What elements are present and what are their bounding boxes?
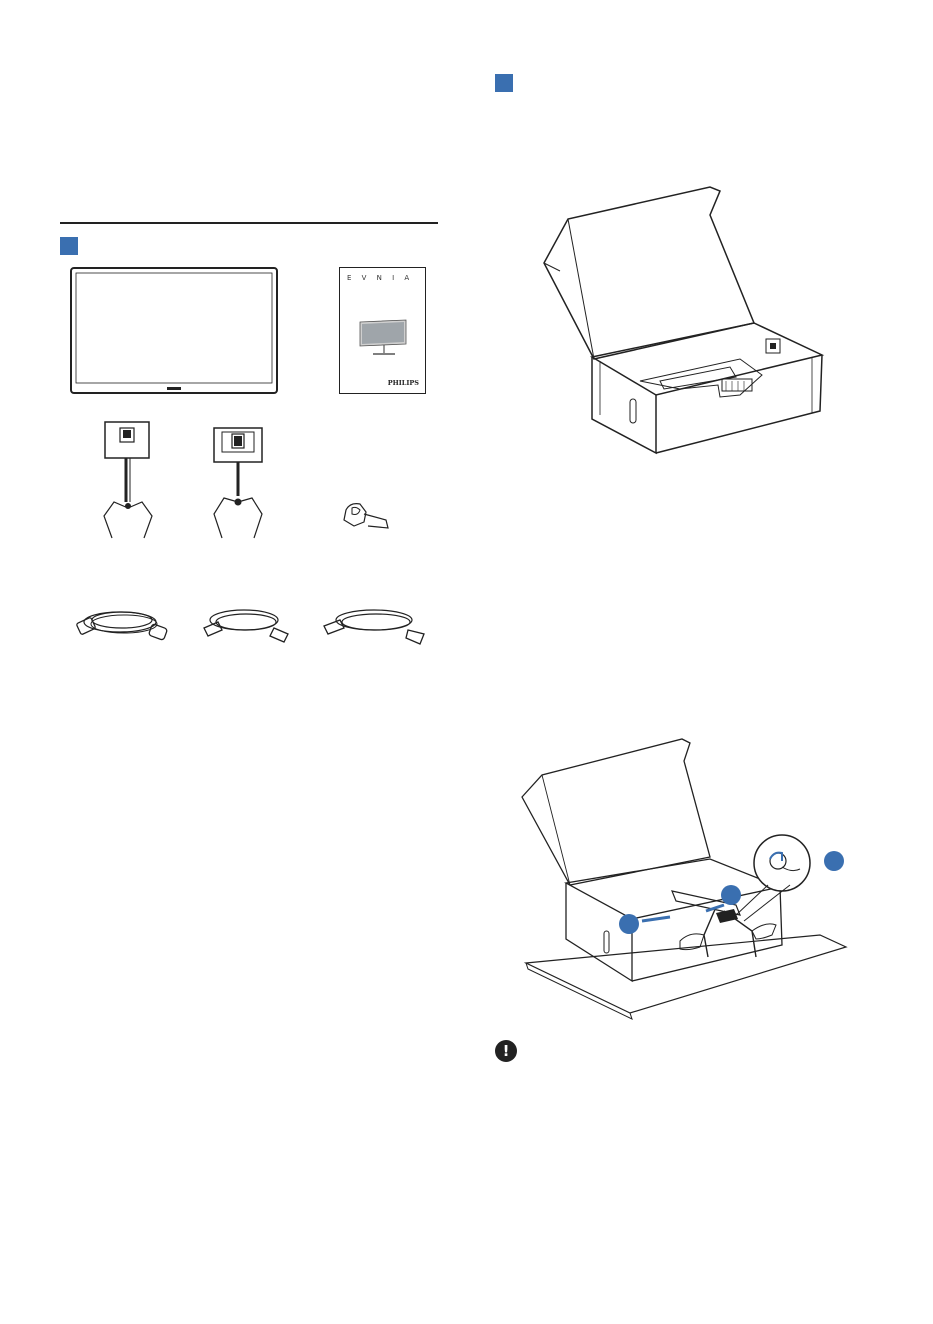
quick-start-guide: E V N I A PHILIPS bbox=[339, 267, 426, 394]
callout-badge-2 bbox=[721, 885, 741, 905]
monitor-illustration bbox=[70, 267, 280, 397]
stand-removal-illustration bbox=[520, 735, 850, 1020]
guide-brand-name: PHILIPS bbox=[388, 379, 419, 387]
stand-assembly-b bbox=[208, 424, 272, 544]
section-divider bbox=[60, 222, 438, 224]
guide-series-wordmark: E V N I A bbox=[347, 274, 413, 282]
power-cable-illustration bbox=[76, 600, 172, 644]
stand-assembly-a bbox=[100, 420, 160, 540]
unbox-step-marker bbox=[495, 74, 513, 92]
callout-badge-1 bbox=[619, 914, 639, 934]
guide-monitor-image bbox=[358, 318, 410, 358]
hdmi-cable-illustration bbox=[200, 600, 294, 646]
warning-icon: ! bbox=[495, 1040, 517, 1062]
cable-clip-illustration bbox=[340, 500, 400, 536]
displayport-cable-illustration bbox=[320, 600, 432, 646]
callout-badge-3 bbox=[824, 851, 844, 871]
contents-step-marker bbox=[60, 237, 78, 255]
open-box-illustration bbox=[540, 185, 830, 460]
